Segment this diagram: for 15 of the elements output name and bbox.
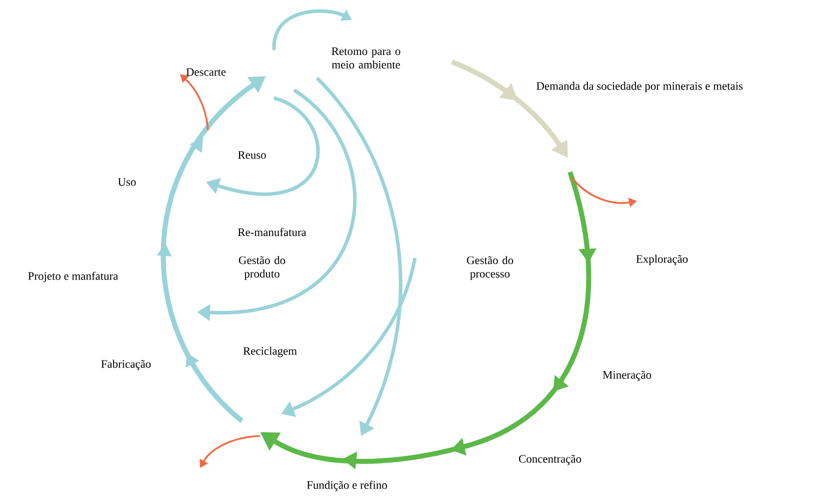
cycle-label: Projeto e manfatura [28, 272, 118, 282]
cycle-label: Gestão do produto [238, 256, 286, 280]
cycle-label: Reciclagem [243, 346, 297, 358]
cycle-label: Reuso [238, 151, 266, 159]
cycle-label: Re-manufatura [238, 228, 306, 236]
cycle-label: Gestão do processo [466, 256, 514, 280]
cycle-label: Exploração [636, 254, 688, 266]
cycle-label: Retomo para o meio ambiente [332, 47, 400, 69]
cycle-label: Mineração [602, 370, 652, 382]
cycle-label: Concentração [518, 454, 582, 466]
cycle-label: Fundição e refino [306, 480, 387, 492]
cycle-label: Fabricação [101, 360, 151, 370]
cycle-label: Demanda da sociedade por minerais e metais [536, 82, 743, 92]
cycle-label: Descarte [186, 68, 226, 76]
cycle-label: Uso [118, 178, 136, 186]
